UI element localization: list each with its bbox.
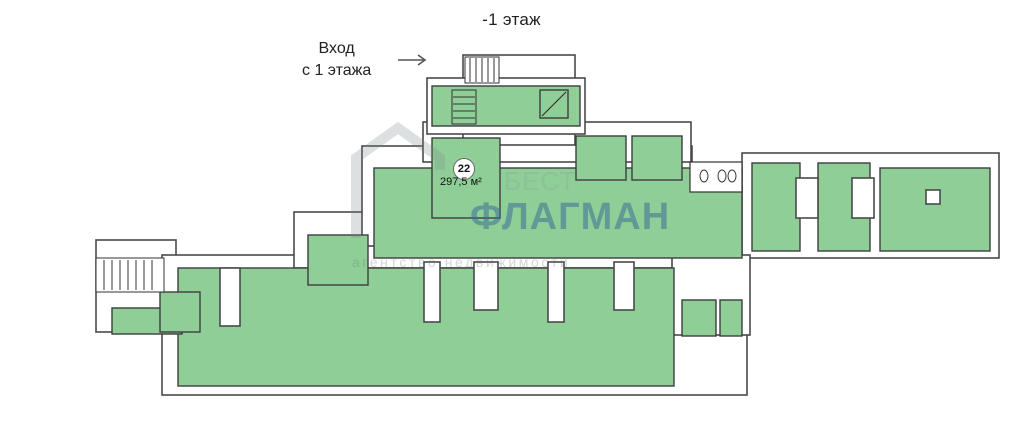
column-icon [925,189,941,205]
room-east-1 [751,162,801,252]
column-icon [547,261,565,323]
arrow-right-icon [398,54,427,66]
columns [219,177,941,327]
watermark-top: БЕСТ [504,166,577,196]
staircase-icon [95,257,165,293]
column-icon [473,261,499,311]
staircase-icon [464,56,500,84]
room-south-east-2 [719,299,743,337]
room-east-big [879,167,991,252]
watermark-subtitle: агентство недвижимости [352,254,571,270]
staircase-icon [451,89,477,125]
toilet-icon [689,161,743,193]
column-icon [795,177,819,219]
room-west-2 [159,291,201,333]
entrance-label-line1: Вход [318,40,355,57]
column-icon [851,177,875,219]
watermark-brand: ФЛАГМАН [470,196,671,238]
room-area-label: 297,5 м² [440,176,482,188]
room-number-badge[interactable]: 22 [453,158,475,180]
entrance-label-line2: с 1 этажа [302,62,372,79]
column-icon [613,261,635,311]
rooms [111,85,991,387]
column-icon [219,267,241,327]
room-upper-right-1 [575,135,627,181]
entrance-label: Вход с 1 этажа [302,38,371,82]
room-left-block [307,234,369,286]
room-south-east-1 [681,299,717,337]
column-icon [423,261,441,323]
floor-title: -1 этаж [482,10,541,29]
room-upper-right-2 [631,135,683,181]
